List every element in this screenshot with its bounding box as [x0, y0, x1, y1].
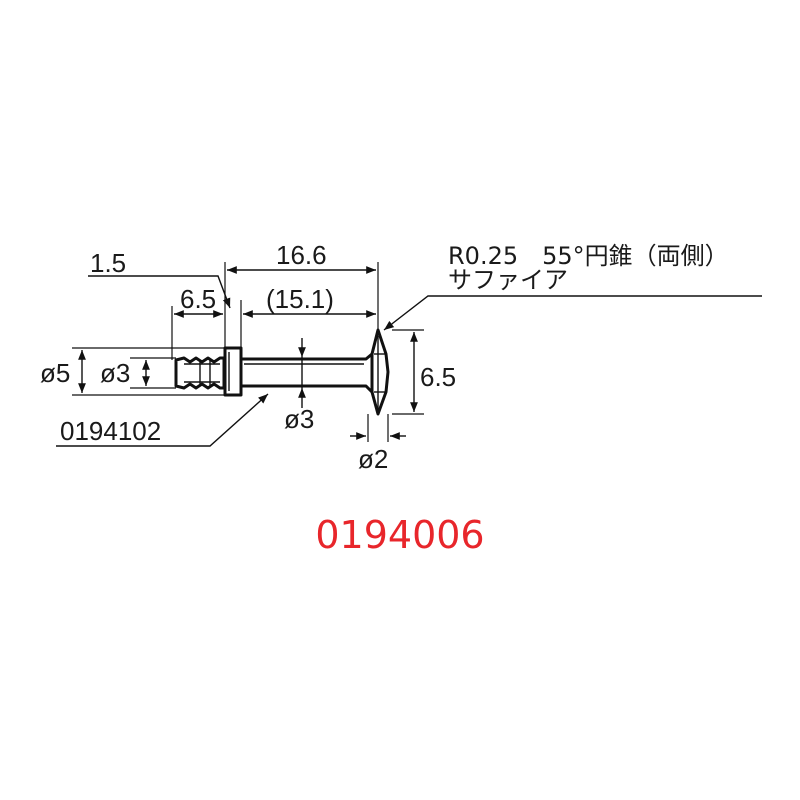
- dim-shaft-diameter: ø3: [284, 404, 314, 434]
- notes: R0.25 55°円錐（両側） サファイア 0194102: [60, 242, 729, 446]
- stylus-part: [174, 328, 390, 416]
- dimension-labels: 1.5 16.6 6.5 (15.1) ø5 ø3 ø3 6.5 ø2: [40, 240, 456, 474]
- material-note: サファイア: [448, 266, 568, 294]
- part-number: 0194006: [315, 513, 484, 557]
- dim-short-length: 6.5: [180, 284, 216, 314]
- dim-shaft-length: (15.1): [266, 284, 334, 314]
- dim-overall-length: 16.6: [276, 240, 327, 270]
- extension-lines: [72, 262, 424, 442]
- dim-flange-diameter: ø5: [40, 358, 70, 388]
- dim-tip-height: 6.5: [420, 362, 456, 392]
- dim-pin-diameter: ø3: [100, 358, 130, 388]
- base-part-number: 0194102: [60, 416, 161, 446]
- sapphire-tip: [370, 328, 390, 416]
- tip-spec-note: R0.25 55°円錐（両側）: [448, 242, 729, 270]
- dim-flange-thickness: 1.5: [90, 248, 126, 278]
- dim-tip-diameter: ø2: [358, 444, 388, 474]
- shaft: [241, 352, 374, 394]
- flange: [223, 346, 243, 397]
- dimension-lines: [56, 266, 762, 447]
